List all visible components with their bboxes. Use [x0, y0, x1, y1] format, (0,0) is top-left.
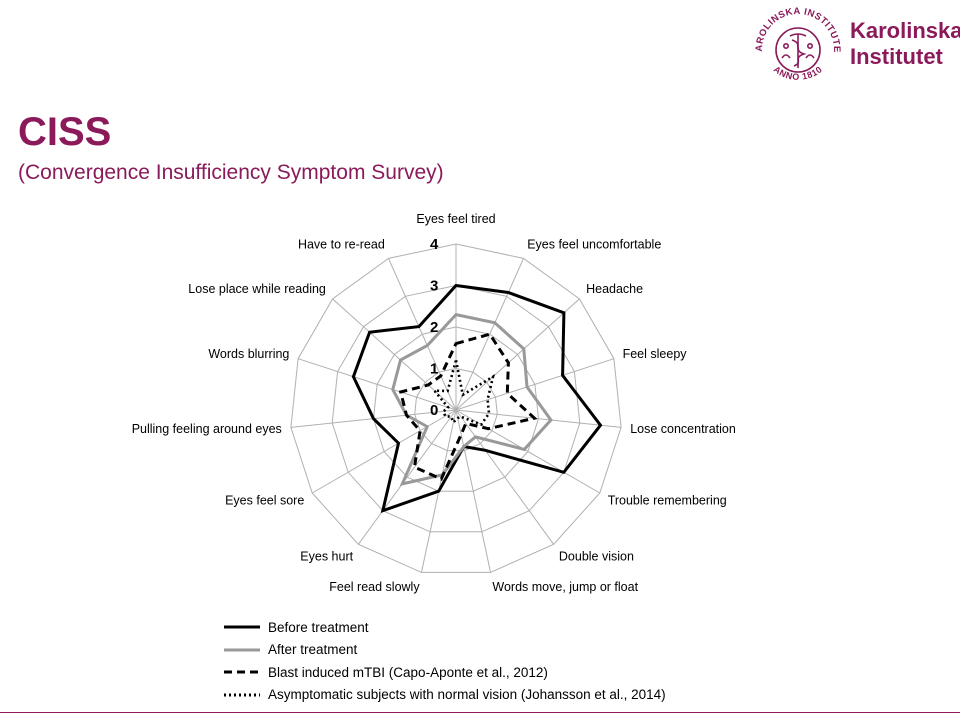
axis-label: Eyes feel tired	[416, 212, 495, 226]
legend-item-before: Before treatment	[224, 616, 666, 639]
axis-label: Have to re-read	[298, 238, 385, 252]
seal-icon: KAROLINSKA INSTITUTET ANNO 1810	[752, 6, 842, 82]
axis-label: Double vision	[559, 550, 634, 564]
series-line-1	[391, 312, 553, 487]
grid-spoke	[455, 409, 601, 494]
tick-label: 3	[430, 278, 438, 295]
radar-series	[351, 283, 603, 514]
legend-item-asymptomatic: Asymptomatic subjects with normal vision…	[224, 684, 666, 707]
axis-label: Pulling feeling around eyes	[132, 422, 282, 436]
legend-label: Asymptomatic subjects with normal vision…	[268, 687, 666, 703]
grid-spoke	[357, 409, 457, 545]
grid-spoke	[455, 358, 615, 411]
axis-label: Lose concentration	[630, 422, 736, 436]
series-line-3	[431, 359, 495, 427]
axis-label: Lose place while reading	[188, 282, 326, 296]
grid-ring	[414, 367, 498, 452]
tick-label: 2	[430, 319, 438, 336]
tick-label: 1	[430, 361, 438, 378]
axis-label: Eyes feel sore	[225, 494, 304, 508]
tick-label: 4	[430, 236, 439, 253]
grid-spoke	[388, 258, 457, 411]
axis-label: Words blurring	[208, 347, 289, 361]
grid-ring	[290, 243, 622, 573]
page-title: CISS	[18, 110, 112, 154]
axis-label: Feel read slowly	[329, 580, 420, 594]
grid-spoke	[455, 409, 555, 545]
axis-label: Eyes feel uncomfortable	[527, 238, 661, 252]
tick-label: 0	[430, 402, 438, 419]
axis-label: Eyes hurt	[300, 550, 353, 564]
series-line-0	[351, 283, 603, 514]
legend-label: Before treatment	[268, 619, 369, 635]
legend-label: After treatment	[268, 642, 358, 658]
grid-ring	[331, 284, 581, 533]
footer-divider	[0, 712, 960, 713]
grid-spoke	[311, 409, 457, 494]
logo-name-line2: Institutet	[850, 44, 943, 69]
grid-spoke	[297, 358, 457, 411]
radar-grid	[290, 243, 622, 573]
series-line-2	[398, 332, 538, 481]
legend-swatch-dotted	[224, 693, 260, 697]
legend-swatch-solid	[224, 625, 260, 629]
logo-name-line1: Karolinska	[850, 18, 960, 43]
legend-swatch-dashed	[224, 670, 260, 674]
chart-legend: Before treatment After treatment Blast i…	[224, 616, 666, 706]
page-subtitle: (Convergence Insufficiency Symptom Surve…	[18, 161, 444, 184]
grid-spoke	[455, 409, 491, 573]
karolinska-logo: KAROLINSKA INSTITUTET ANNO 1810 Karolins…	[752, 6, 960, 90]
radar-ticks: 0 1 2 3 4	[430, 236, 439, 419]
legend-item-blast: Blast induced mTBI (Capo-Aponte et al., …	[224, 661, 666, 684]
grid-spoke	[455, 298, 580, 411]
grid-spoke	[455, 258, 524, 411]
axis-label: Feel sleepy	[623, 347, 688, 361]
axis-label: Headache	[586, 282, 643, 296]
axis-label: Words move, jump or float	[492, 580, 638, 594]
legend-item-after: After treatment	[224, 639, 666, 662]
axis-label: Trouble remembering	[608, 494, 727, 508]
legend-swatch-gray	[224, 648, 260, 652]
legend-label: Blast induced mTBI (Capo-Aponte et al., …	[268, 664, 548, 680]
grid-spoke	[455, 409, 622, 428]
